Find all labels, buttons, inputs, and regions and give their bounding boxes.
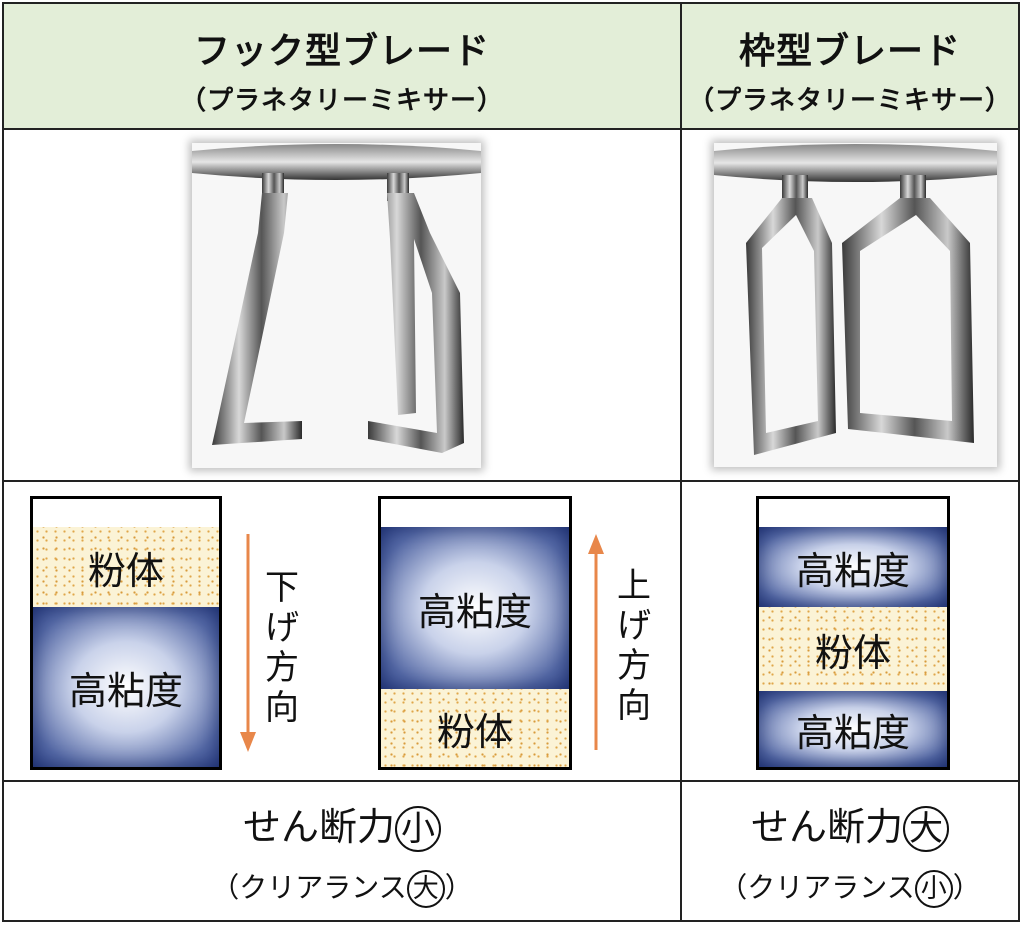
beaker-lowering-container: 粉体 高粘度 bbox=[30, 496, 222, 770]
up-arrow-icon bbox=[588, 534, 604, 750]
raising-direction-label: 上げ方向 bbox=[617, 566, 651, 726]
row-divider-diagrams bbox=[2, 780, 1020, 782]
hook-blade-title: フック型ブレード bbox=[193, 31, 490, 72]
frame-blade-subtitle: （プラネタリーミキサー） bbox=[687, 86, 1012, 116]
powder-layer: 粉体 bbox=[381, 689, 569, 767]
high-viscosity-label: 高粘度 bbox=[417, 589, 532, 634]
clearance-label: （クリアランス bbox=[719, 871, 915, 904]
powder-label: 粉体 bbox=[814, 630, 891, 675]
circled-small-badge: 小 bbox=[395, 806, 441, 852]
beaker-frame-container: 高粘度 粉体 高粘度 bbox=[756, 496, 950, 770]
lowering-direction-label: 下げ方向 bbox=[265, 568, 299, 728]
high-viscosity-label: 高粘度 bbox=[68, 668, 183, 713]
clearance-small: （クリアランス小） bbox=[682, 866, 1018, 908]
clearance-close: ） bbox=[444, 871, 473, 904]
high-viscosity-layer-bottom: 高粘度 bbox=[759, 691, 947, 767]
column-divider bbox=[680, 2, 682, 922]
high-viscosity-label: 高粘度 bbox=[795, 548, 910, 593]
high-viscosity-layer: 高粘度 bbox=[33, 607, 219, 767]
hook-blade-photo bbox=[192, 143, 481, 468]
hook-blade-subtitle: （プラネタリーミキサー） bbox=[179, 86, 504, 116]
header-left-cell: フック型ブレード （プラネタリーミキサー） bbox=[4, 4, 680, 128]
high-viscosity-layer-top: 高粘度 bbox=[759, 527, 947, 607]
shear-force-small: せん断力小 bbox=[4, 796, 680, 852]
footer-left-cell: せん断力小 （クリアランス大） bbox=[4, 796, 680, 908]
footer-right-cell: せん断力大 （クリアランス小） bbox=[682, 796, 1018, 908]
powder-layer: 粉体 bbox=[759, 607, 947, 691]
row-divider-photos bbox=[2, 480, 1020, 482]
beaker-raising-container: 高粘度 粉体 bbox=[378, 496, 572, 770]
frame-blade-photo bbox=[714, 143, 997, 467]
row-divider-header bbox=[2, 128, 1020, 130]
high-viscosity-label: 高粘度 bbox=[795, 710, 910, 755]
powder-layer: 粉体 bbox=[33, 527, 219, 607]
clearance-close: ） bbox=[952, 871, 981, 904]
high-viscosity-layer: 高粘度 bbox=[381, 527, 569, 689]
table-border bbox=[2, 2, 1020, 922]
frame-blade-title: 枠型ブレード bbox=[738, 31, 961, 72]
circled-small-badge: 小 bbox=[914, 870, 953, 908]
shear-force-large: せん断力大 bbox=[682, 796, 1018, 852]
clearance-label: （クリアランス bbox=[211, 871, 407, 904]
circled-large-badge: 大 bbox=[903, 806, 949, 852]
shear-force-label: せん断力 bbox=[242, 805, 395, 849]
powder-label: 粉体 bbox=[436, 709, 513, 754]
powder-label: 粉体 bbox=[87, 548, 164, 593]
shear-force-label: せん断力 bbox=[750, 805, 903, 849]
header-right-cell: 枠型ブレード （プラネタリーミキサー） bbox=[682, 4, 1018, 128]
clearance-large: （クリアランス大） bbox=[4, 866, 680, 908]
circled-large-badge: 大 bbox=[406, 870, 445, 908]
down-arrow-icon bbox=[240, 534, 256, 752]
